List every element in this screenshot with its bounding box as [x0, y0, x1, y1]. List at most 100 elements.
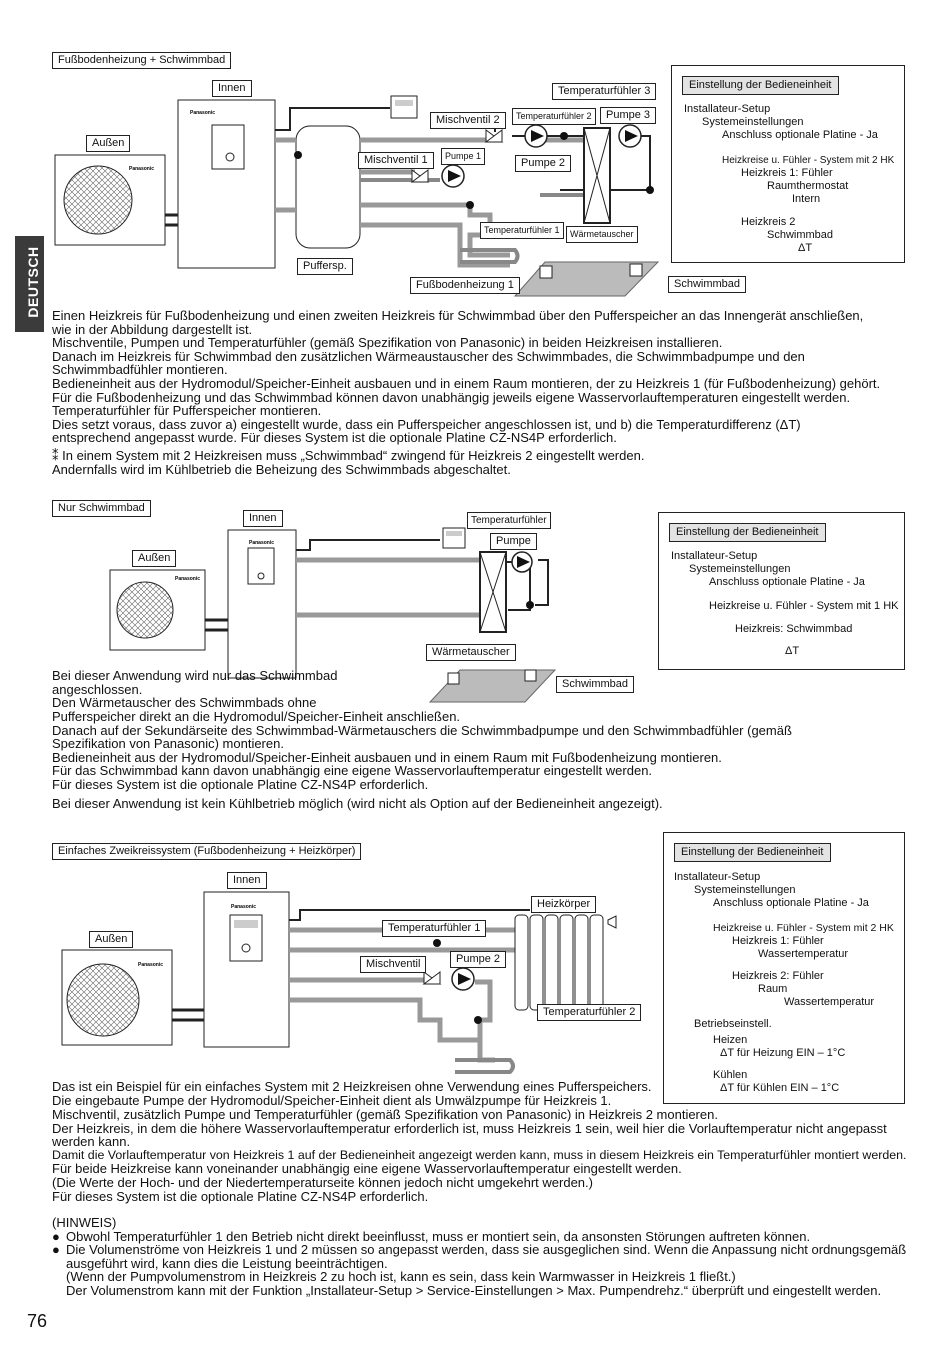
- radiator-icon: [514, 914, 617, 1011]
- bullet-line: ausgeführt wird, kann dies die Leistung …: [66, 1255, 388, 1271]
- text-line: Den Wärmetauscher des Schwimmbads ohne: [52, 695, 317, 711]
- label-innen-1: Innen: [212, 80, 252, 97]
- diagram3-graphic: Panasonic Panasonic: [61, 891, 617, 1074]
- bullet-line: (Wenn der Pumpvolumenstrom in Heizkreis …: [66, 1269, 736, 1285]
- diagram3-text-left: Das ist ein Beispiel für ein einfaches S…: [52, 1080, 652, 1107]
- label-waermetauscher-2: Wärmetauscher: [426, 644, 516, 661]
- settings3-line: Heizkreise u. Fühler - System mit 2 HK: [713, 922, 894, 934]
- text-line: Die eingebaute Pumpe der Hydromodul/Spei…: [52, 1092, 612, 1108]
- settings3-line: Wassertemperatur: [784, 996, 875, 1008]
- settings3-line: Systemeinstellungen: [694, 884, 796, 896]
- text-line: angeschlossen.: [52, 681, 143, 697]
- settings2-line: Anschluss optionale Platine - Ja: [709, 576, 865, 588]
- label-tf3: Temperaturfühler 3: [552, 83, 657, 100]
- label-heizkoerper: Heizkörper: [531, 896, 597, 913]
- settings1-line: Raumthermostat: [767, 180, 849, 192]
- label-aussen-2: Außen: [132, 550, 177, 567]
- label-pumpe2-3: Pumpe 2: [450, 951, 507, 968]
- diagram1-text: Einen Heizkreis für Fußbodenheizung und …: [52, 309, 912, 476]
- settings1-line: Heizkreis 2: [741, 216, 796, 228]
- settings2-line: Installateur-Setup: [671, 550, 758, 562]
- text-line: Für dieses System ist die optionale Plat…: [52, 776, 429, 792]
- label-pumpe1: Pumpe 1: [441, 148, 486, 165]
- settings3-line: Betriebseinstell.: [694, 1018, 772, 1030]
- text-line: entsprechend angepasst wurde. Für dieses…: [52, 430, 617, 446]
- diagram1-title: Fußbodenheizung + Schwimmbad: [52, 52, 232, 69]
- label-pumpe3: Pumpe 3: [600, 107, 657, 124]
- label-schwimmbad-1: Schwimmbad: [668, 276, 747, 293]
- brand-indoor-2: Panasonic: [249, 540, 274, 546]
- page-number: 76: [27, 1311, 48, 1331]
- note-line: Andernfalls wird im Kühlbetrieb die Behe…: [52, 461, 511, 477]
- text-line: Bei dieser Anwendung wird nur das Schwim…: [52, 668, 338, 683]
- label-tf-2: Temperaturfühler: [467, 512, 551, 529]
- brand-indoor-1: Panasonic: [190, 110, 215, 116]
- settings3-line: Kühlen: [713, 1069, 748, 1081]
- diagram2-text: Pufferspeicher direkt an die Hydromodul/…: [52, 710, 912, 810]
- bullet-line: Obwohl Temperaturfühler 1 den Betrieb ni…: [66, 1228, 811, 1244]
- text-line: Für das Schwimmbad kann davon unabhängig…: [52, 763, 653, 779]
- diagram3-title: Einfaches Zweikreissystem (Fußbodenheizu…: [52, 843, 362, 860]
- pool-shape-2: [428, 669, 557, 703]
- text-line: Für beide Heizkreise kann voneinander un…: [52, 1161, 682, 1177]
- settings3-line: Wassertemperatur: [758, 948, 849, 960]
- settings3-line: ΔT für Kühlen EIN – 1°C: [720, 1082, 840, 1094]
- text-line: Für die Fußbodenheizung und das Schwimmb…: [52, 389, 851, 405]
- settings-header-3: Einstellung der Bedieneinheit: [674, 843, 831, 862]
- settings-box-1: Einstellung der Bedieneinheit Installate…: [671, 65, 905, 263]
- text-line: Mischventile, Pumpen und Temperaturfühle…: [52, 335, 723, 351]
- settings1-line: Heizkreise u. Fühler - System mit 2 HK: [722, 155, 895, 166]
- text-line: Bedieneinheit aus der Hydromodul/Speiche…: [52, 749, 722, 765]
- settings-header-2: Einstellung der Bedieneinheit: [669, 523, 826, 542]
- settings1-line: Schwimmbad: [767, 229, 834, 241]
- diagram2-title: Nur Schwimmbad: [52, 500, 151, 517]
- hinweis-bullet: ● Obwohl Temperaturfühler 1 den Betrieb …: [52, 1228, 912, 1244]
- diagram2-graphic: Panasonic Panasonic: [109, 527, 557, 703]
- text-line: Für dieses System ist die optionale Plat…: [52, 1188, 429, 1204]
- settings3-line: Raum: [758, 983, 788, 995]
- settings3-line: Heizkreis 2: Fühler: [732, 970, 824, 982]
- text-line: wie in der Abbildung dargestellt ist.: [52, 321, 253, 337]
- text-line: Temperaturfühler für Pufferspeicher mont…: [52, 403, 322, 419]
- settings3-line: ΔT für Heizung EIN – 1°C: [720, 1047, 846, 1059]
- label-mischventil-3: Mischventil: [360, 956, 427, 973]
- settings1-line: Heizkreis 1: Fühler: [741, 167, 833, 179]
- label-aussen-1: Außen: [86, 135, 131, 152]
- settings2-line: Systemeinstellungen: [689, 563, 791, 575]
- label-pumpe-2: Pumpe: [490, 533, 537, 550]
- text-line: werden kann.: [52, 1134, 131, 1150]
- text-line: Danach auf der Sekundärseite des Schwimm…: [52, 722, 792, 738]
- label-innen-2: Innen: [243, 510, 283, 527]
- brand-outdoor-3: Panasonic: [138, 962, 163, 968]
- text-line: Danach im Heizkreis für Schwimmbad den z…: [52, 348, 805, 364]
- settings3-line: Installateur-Setup: [674, 871, 761, 883]
- brand-indoor-3: Panasonic: [231, 904, 256, 910]
- bullet-icon: ●: [52, 1242, 60, 1258]
- hinweis-bullet: ● Die Volumenströme von Heizkreis 1 und …: [52, 1243, 912, 1297]
- label-mischventil2: Mischventil 2: [430, 112, 506, 129]
- text-line: Schwimmbadfühler montieren.: [52, 362, 228, 378]
- text-line: Einen Heizkreis für Fußbodenheizung und …: [52, 308, 864, 323]
- bullet-line: Der Volumenstrom kann mit der Funktion „…: [66, 1282, 882, 1298]
- settings1-line: ΔT: [798, 242, 813, 254]
- label-tf2-d1: Temperaturfühler 2: [512, 108, 596, 125]
- label-tf1-d1: Temperaturfühler 1: [480, 222, 564, 239]
- hinweis-block: (HINWEIS) ● Obwohl Temperaturfühler 1 de…: [52, 1216, 912, 1298]
- label-pumpe2-d1: Pumpe 2: [515, 155, 572, 172]
- buffer-tank: [295, 125, 361, 249]
- text-line: Der Heizkreis, in dem die höhere Wasserv…: [52, 1120, 887, 1136]
- language-tab: DEUTSCH: [15, 236, 44, 332]
- text-line: (Die Werte der Hoch- und der Niedertempe…: [52, 1174, 593, 1190]
- settings1-line: Anschluss optionale Platine - Ja: [722, 129, 878, 141]
- label-schwimmbad-2: Schwimmbad: [556, 676, 635, 693]
- brand-outdoor-1: Panasonic: [129, 166, 154, 172]
- label-mischventil1: Mischventil 1: [358, 152, 434, 169]
- text-line: Bedieneinheit aus der Hydromodul/Speiche…: [52, 375, 881, 391]
- settings3-line: Heizkreis 1: Fühler: [732, 935, 824, 947]
- note-line: ⁑ In einem System mit 2 Heizkreisen muss…: [52, 447, 645, 463]
- settings2-line: ΔT: [785, 645, 800, 657]
- label-aussen-3: Außen: [89, 931, 134, 948]
- brand-outdoor-2: Panasonic: [175, 576, 200, 582]
- remote-controller-icon: [390, 95, 418, 119]
- hinweis-title: (HINWEIS): [52, 1215, 117, 1230]
